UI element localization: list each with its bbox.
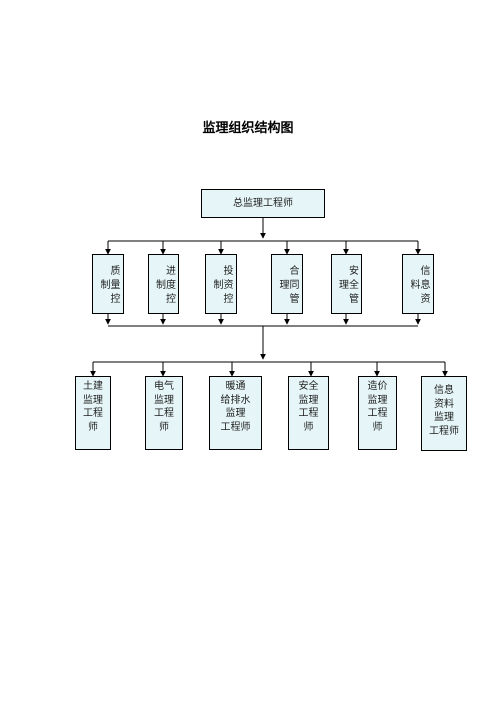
function-label: 投资控制 (211, 265, 232, 307)
engineer-label: 造价 监理 工程 师 (367, 381, 388, 433)
engineer-label: 安全 监理 工程 师 (298, 381, 319, 433)
function-box-contract: 合同管理 (271, 254, 303, 314)
chief-engineer-box: 总监理工程师 (201, 189, 325, 218)
engineer-box-safety: 安全 监理 工程 师 (288, 376, 329, 450)
engineer-label: 电气 监理 工程 师 (154, 381, 174, 433)
engineer-box-cost: 造价 监理 工程 师 (358, 376, 397, 450)
chief-engineer-label: 总监理工程师 (233, 198, 293, 209)
function-label: 安全管理 (336, 265, 358, 307)
function-box-information: 信息资料 (402, 254, 434, 314)
function-box-progress: 进度控制 (148, 254, 179, 314)
engineer-label: 信息 资料 监理 工程师 (429, 385, 459, 437)
function-box-investment: 投资控制 (205, 254, 237, 314)
function-label: 合同管理 (277, 265, 298, 307)
function-box-safety: 安全管理 (331, 254, 362, 314)
function-label: 信息资料 (408, 265, 429, 307)
chart-title: 监理组织结构图 (202, 121, 294, 136)
function-label: 质量控制 (98, 265, 119, 307)
engineer-box-hvac-plumbing: 暖通 给排水 监理 工程师 (209, 376, 262, 450)
function-box-quality: 质量控制 (92, 254, 124, 314)
engineer-label: 土建 监理 工程 师 (83, 381, 103, 433)
engineer-box-information: 信息 资料 监理 工程师 (421, 376, 467, 451)
engineer-box-civil: 土建 监理 工程 师 (75, 376, 111, 450)
engineer-label: 暖通 给排水 监理 工程师 (220, 381, 251, 433)
engineer-box-electrical: 电气 监理 工程 师 (145, 376, 183, 450)
function-label: 进度控制 (153, 265, 175, 307)
